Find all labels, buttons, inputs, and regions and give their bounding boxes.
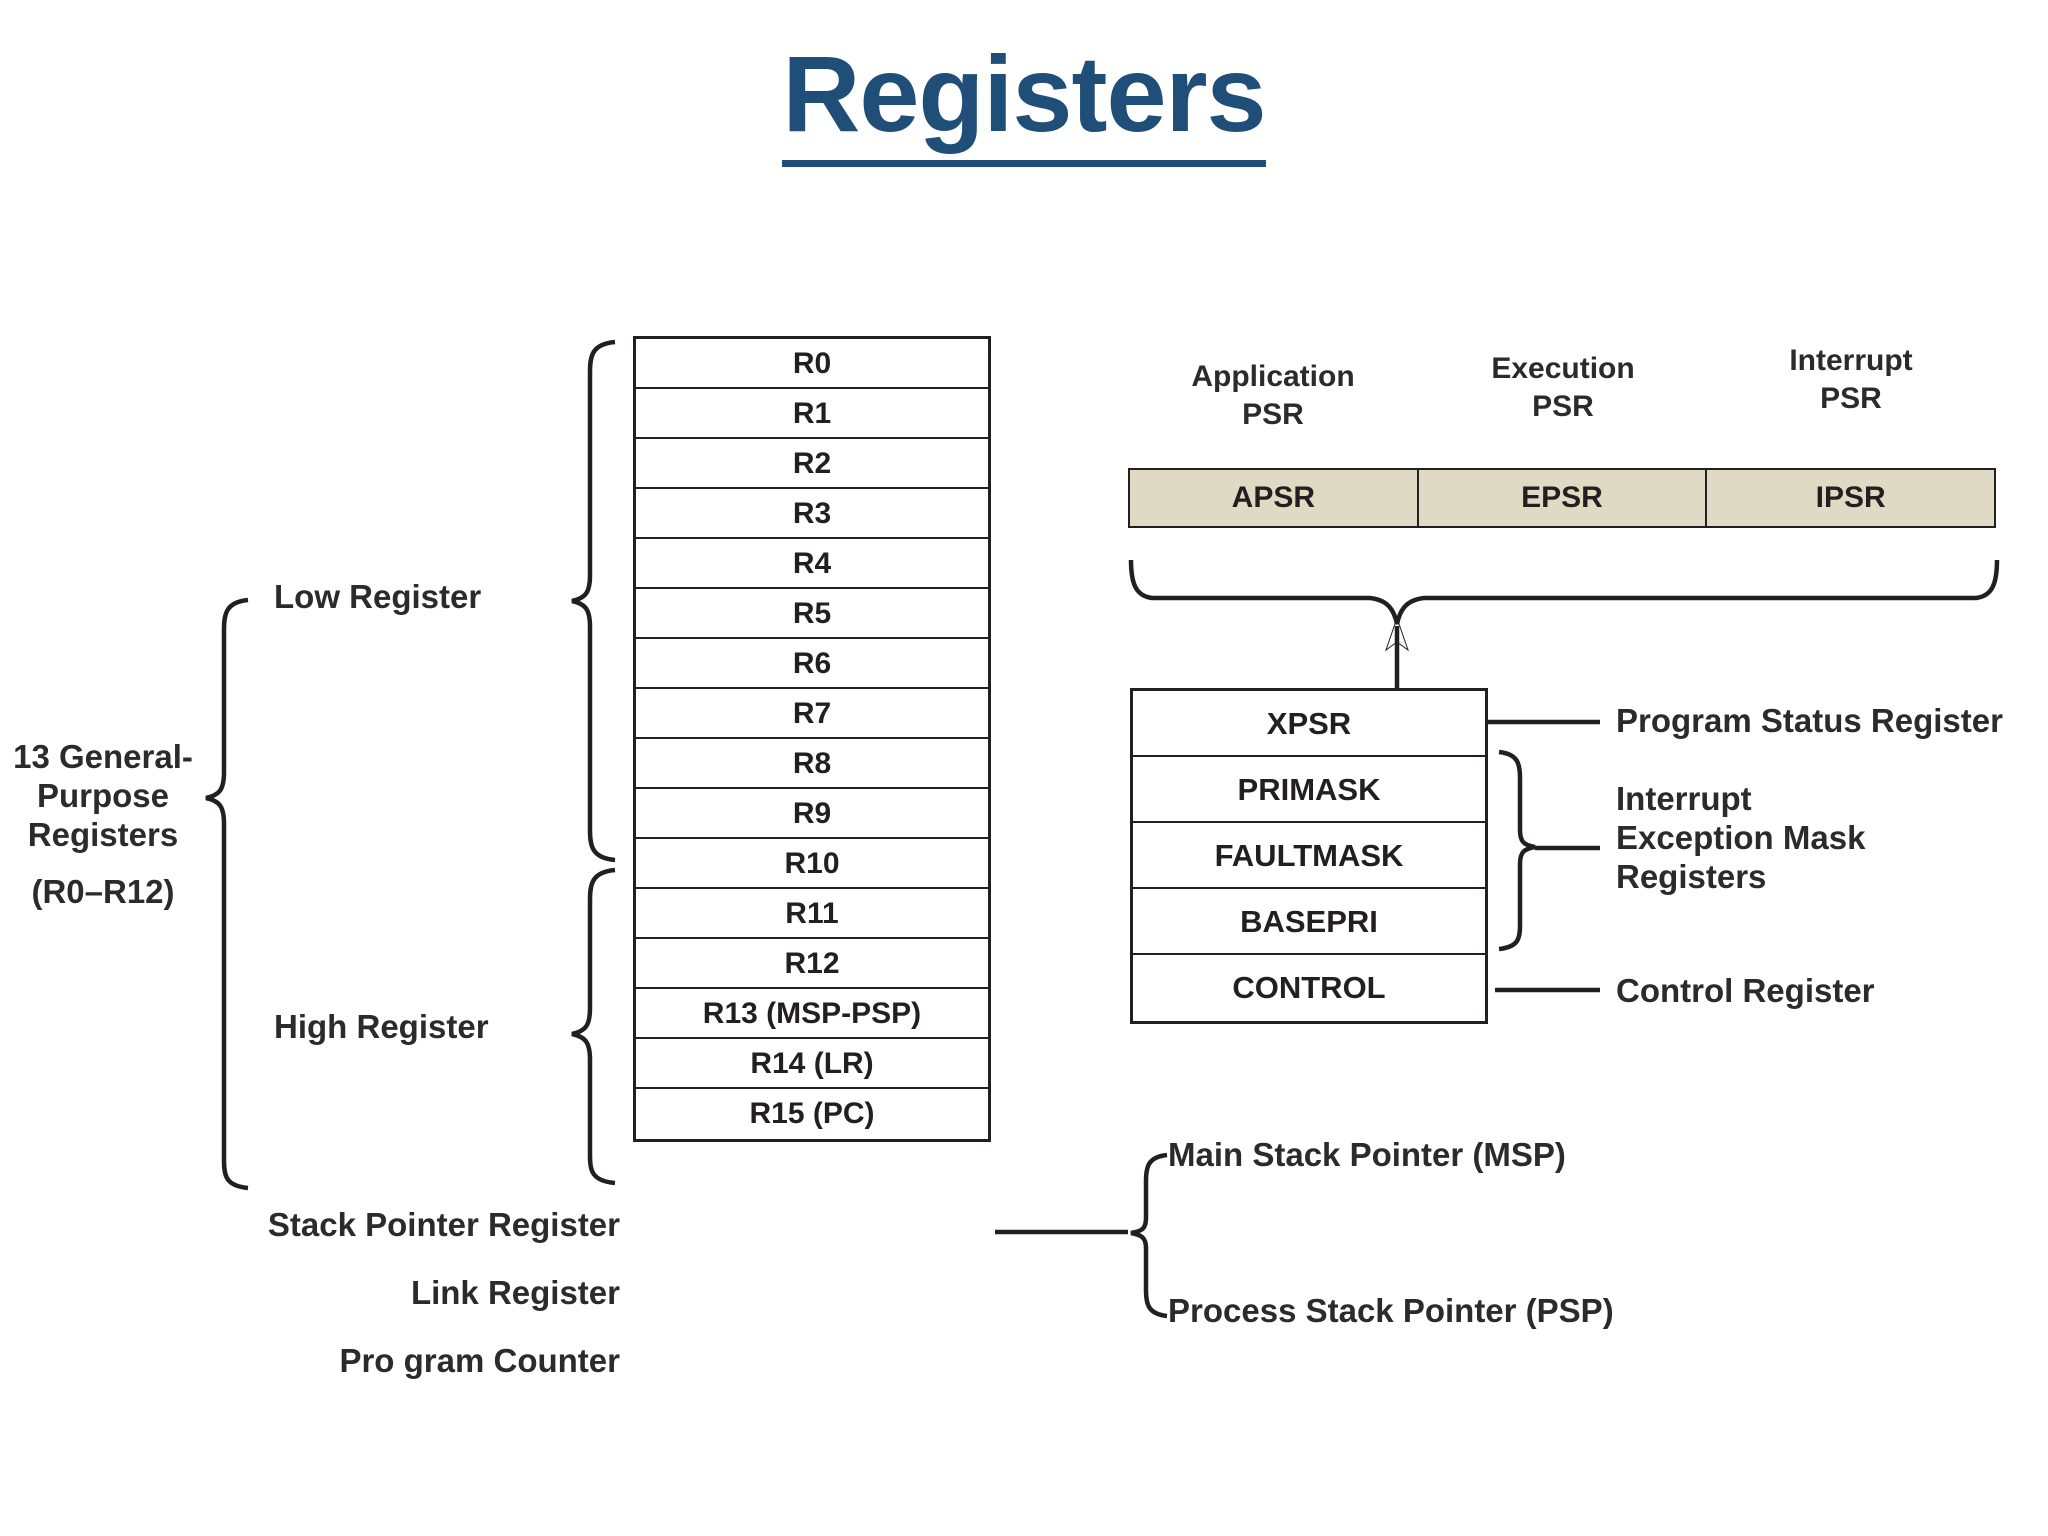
label-interrupt-exception-mask-registers: Interrupt Exception Mask Registers: [1616, 780, 1865, 897]
mask-line-2: Exception Mask: [1616, 818, 1866, 856]
register-row[interactable]: R2: [636, 439, 988, 489]
register-row[interactable]: R15 (PC): [636, 1089, 988, 1139]
special-register-table: XPSR PRIMASK FAULTMASK BASEPRI CONTROL: [1130, 688, 1495, 1031]
label-process-stack-pointer: Process Stack Pointer (PSP): [1168, 1292, 1614, 1329]
psr-header-line-1: Interrupt: [1789, 344, 1913, 377]
register-file-table: R0 R1 R2 R3 R4 R5 R6 R7 R8 R9 R10 R11 R1…: [633, 336, 998, 1149]
label-low-register: Low Register: [274, 578, 482, 615]
psr-cell-epsr[interactable]: EPSR: [1419, 470, 1708, 526]
mask-line-1: Interrupt: [1616, 780, 1752, 817]
psr-header-interrupt: Interrupt PSR: [1706, 342, 1996, 417]
brace-general-purpose: [205, 597, 249, 1191]
register-row[interactable]: R4: [636, 539, 988, 589]
page-title-text: Registers: [782, 33, 1267, 167]
label-link-register: Link Register: [410, 1274, 620, 1311]
psr-header-line-1: Application: [1191, 360, 1355, 393]
register-row[interactable]: R9: [636, 789, 988, 839]
register-row[interactable]: R10: [636, 839, 988, 889]
register-row[interactable]: R8: [636, 739, 988, 789]
brace-psr-group: [1128, 559, 2000, 625]
psr-bar: APSR EPSR IPSR: [1128, 468, 2003, 535]
psr-header-line-2: PSR: [1820, 381, 1882, 415]
register-row[interactable]: R7: [636, 689, 988, 739]
label-main-stack-pointer: Main Stack Pointer (MSP): [1168, 1136, 1566, 1173]
register-row[interactable]: R3: [636, 489, 988, 539]
mask-line-3: Registers: [1616, 857, 1767, 895]
psr-cell-apsr[interactable]: APSR: [1130, 470, 1419, 526]
label-program-counter: Pro gram Counter: [339, 1342, 620, 1379]
brace-low-register: [571, 339, 616, 863]
brace-high-register: [571, 867, 616, 1186]
psr-header-application: Application PSR: [1128, 358, 1418, 433]
label-stack-pointer-register: Stack Pointer Register: [267, 1206, 620, 1243]
gp-line-1: 13 General-: [13, 738, 193, 775]
psr-header-line-1: Execution: [1491, 352, 1635, 385]
register-row[interactable]: R14 (LR): [636, 1039, 988, 1089]
special-register-row-xpsr[interactable]: XPSR: [1133, 691, 1485, 757]
register-row[interactable]: R11: [636, 889, 988, 939]
register-row[interactable]: R12: [636, 939, 988, 989]
label-control-register: Control Register: [1616, 972, 1875, 1009]
label-program-status-register: Program Status Register: [1616, 702, 2003, 739]
register-row[interactable]: R6: [636, 639, 988, 689]
brace-stack-pointers: [1130, 1152, 1168, 1319]
special-register-row-basepri[interactable]: BASEPRI: [1133, 889, 1485, 955]
register-row[interactable]: R0: [636, 339, 988, 389]
register-row[interactable]: R1: [636, 389, 988, 439]
special-register-row-control[interactable]: CONTROL: [1232, 970, 1386, 1005]
psr-header-line-2: PSR: [1532, 389, 1594, 423]
special-register-row-faultmask[interactable]: FAULTMASK: [1133, 823, 1485, 889]
label-general-purpose-registers: 13 General- Purpose Registers (R0–R12): [0, 738, 206, 912]
gp-line-3: Registers: [27, 815, 179, 853]
psr-header-execution: Execution PSR: [1418, 350, 1708, 425]
brace-exception-mask: [1498, 749, 1536, 952]
gp-line-2: Purpose: [36, 776, 170, 814]
psr-cell-ipsr[interactable]: IPSR: [1815, 481, 1886, 514]
gp-line-4: (R0–R12): [31, 872, 175, 910]
page-title: Registers: [0, 33, 2048, 167]
psr-header-line-2: PSR: [1242, 397, 1304, 431]
register-row[interactable]: R13 (MSP-PSP): [636, 989, 988, 1039]
arrow-psr-head: [1385, 616, 1409, 652]
special-register-row-primask[interactable]: PRIMASK: [1133, 757, 1485, 823]
register-row[interactable]: R5: [636, 589, 988, 639]
label-high-register: High Register: [274, 1008, 489, 1045]
